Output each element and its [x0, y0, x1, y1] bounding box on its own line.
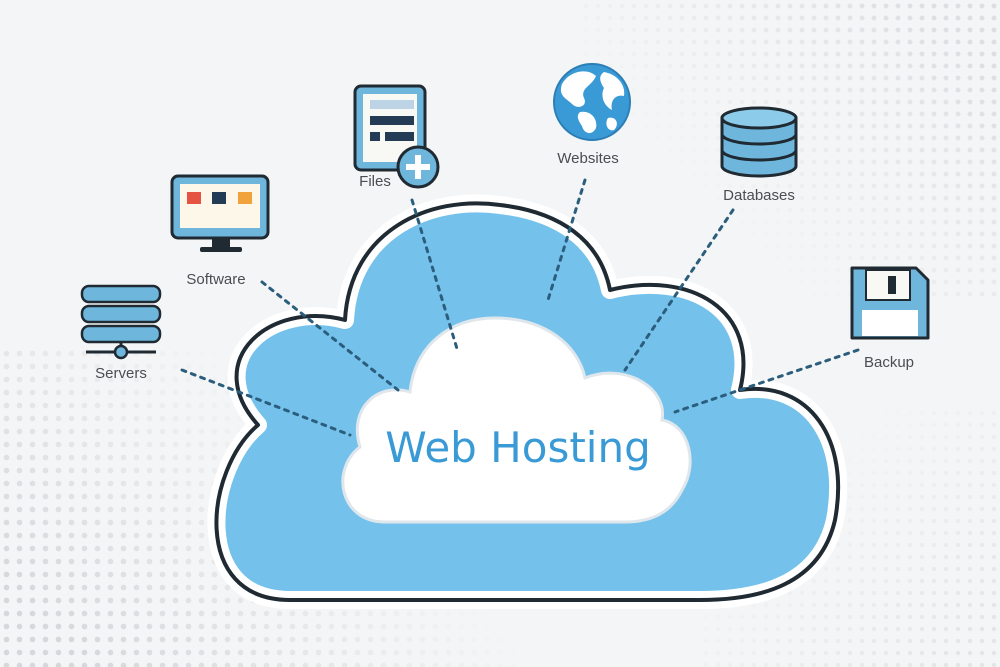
connector-websites	[546, 178, 587, 302]
label-files: Files	[359, 173, 391, 190]
node-servers: Servers	[80, 284, 162, 382]
file-add-icon	[353, 84, 440, 189]
database-icon	[720, 106, 798, 178]
node-backup: Backup	[850, 266, 930, 371]
globe-icon	[553, 63, 631, 141]
label-databases: Databases	[723, 187, 795, 204]
node-websites: Websites	[553, 63, 631, 167]
label-websites: Websites	[557, 150, 618, 167]
label-backup: Backup	[864, 354, 914, 371]
connector-software	[260, 280, 400, 392]
connector-databases	[623, 208, 735, 372]
label-software: Software	[186, 271, 245, 288]
label-servers: Servers	[95, 365, 147, 382]
node-databases: Databases	[720, 106, 798, 204]
server-stack-icon	[80, 284, 162, 360]
node-files: Files	[353, 84, 440, 190]
inner-cloud	[341, 316, 692, 524]
inner-cloud-shape	[341, 316, 692, 524]
connector-files	[410, 198, 460, 354]
connector-servers	[180, 368, 352, 437]
diagram-title: Web Hosting	[385, 423, 651, 472]
node-software: Software	[170, 174, 270, 288]
floppy-disk-icon	[850, 266, 930, 340]
connectors	[180, 178, 860, 437]
monitor-icon	[170, 174, 270, 252]
connector-backup	[673, 348, 860, 414]
